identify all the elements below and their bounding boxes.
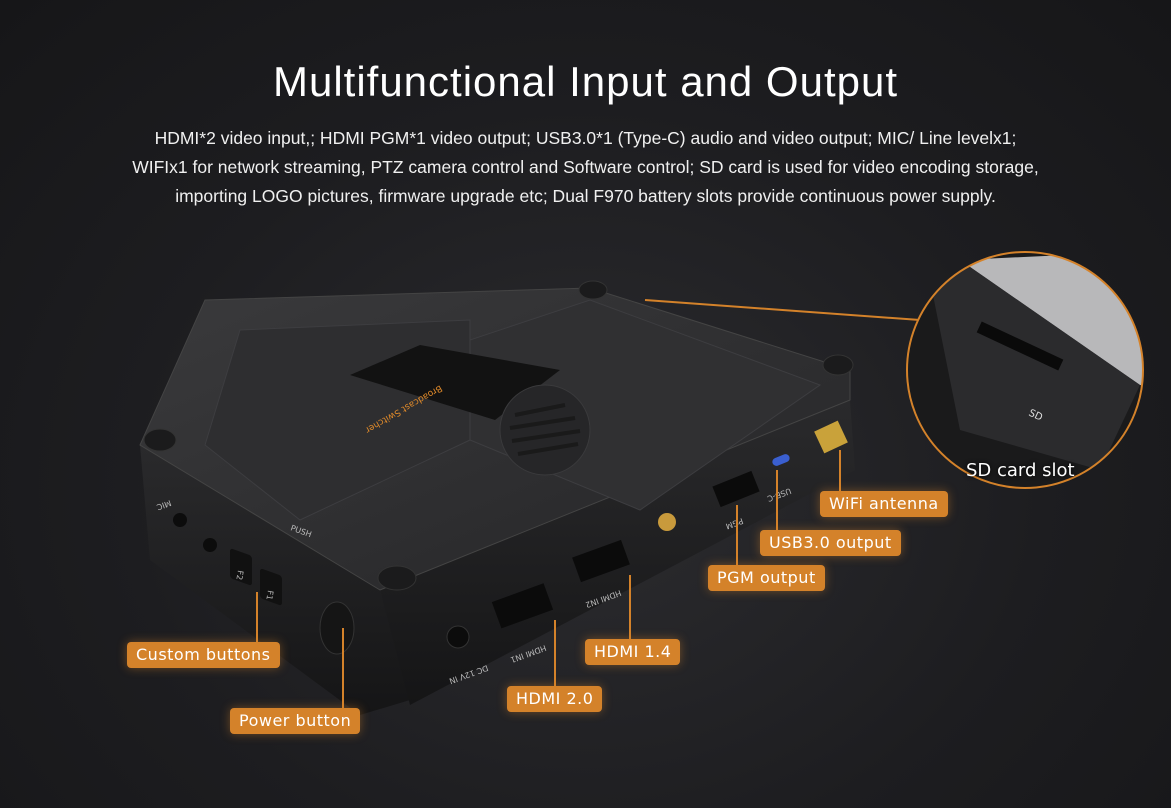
rubber-foot bbox=[822, 354, 854, 376]
zoom-leader-line bbox=[644, 299, 921, 321]
description-line: importing LOGO pictures, firmware upgrad… bbox=[175, 186, 996, 206]
rubber-foot bbox=[578, 280, 608, 300]
sd-card-slot-label: SD card slot bbox=[966, 460, 1075, 481]
mic-jack bbox=[173, 513, 187, 527]
pgm-port bbox=[712, 470, 760, 508]
page-title: Multifunctional Input and Output bbox=[272, 58, 899, 105]
callout-usb-output: USB3.0 output bbox=[760, 530, 901, 556]
rubber-foot bbox=[377, 565, 417, 591]
rubber-foot bbox=[143, 428, 177, 452]
f1-button bbox=[260, 568, 282, 606]
callout-custom-buttons: Custom buttons bbox=[127, 642, 280, 668]
callout-pgm-output: PGM output bbox=[708, 565, 825, 591]
leader-line bbox=[256, 592, 258, 644]
callout-wifi-antenna: WiFi antenna bbox=[820, 491, 948, 517]
label-sticker bbox=[350, 345, 560, 420]
leader-line bbox=[342, 628, 344, 710]
f1-label: F1 bbox=[264, 590, 275, 601]
callout-hdmi-1-4: HDMI 1.4 bbox=[585, 639, 681, 665]
sd-card-zoom-inset: SD bbox=[906, 251, 1144, 489]
f2-label: F2 bbox=[234, 570, 245, 581]
description: HDMI*2 video input,; HDMI PGM*1 video ou… bbox=[60, 124, 1111, 211]
leader-line bbox=[839, 450, 841, 493]
leader-line bbox=[629, 575, 631, 641]
wifi-antenna-connector bbox=[814, 420, 848, 454]
power-button bbox=[319, 601, 355, 655]
callout-hdmi-2-0: HDMI 2.0 bbox=[507, 686, 603, 712]
f2-button bbox=[230, 548, 252, 586]
sd-label: SD bbox=[1027, 408, 1045, 424]
dc-jack bbox=[446, 625, 470, 649]
hdmi-in2-port bbox=[572, 539, 630, 583]
sd-card-slot bbox=[976, 321, 1064, 371]
description-line: HDMI*2 video input,; HDMI PGM*1 video ou… bbox=[154, 128, 1017, 148]
headphone-jack bbox=[203, 538, 217, 552]
leader-line bbox=[736, 505, 738, 567]
leader-line bbox=[776, 470, 778, 532]
hdmi-in1-port bbox=[491, 583, 554, 629]
description-line: WIFIx1 for network streaming, PTZ camera… bbox=[132, 157, 1039, 177]
callout-power-button: Power button bbox=[230, 708, 361, 734]
tripod-mount bbox=[658, 513, 676, 531]
usb-c-port bbox=[772, 454, 790, 466]
leader-line bbox=[554, 620, 556, 686]
